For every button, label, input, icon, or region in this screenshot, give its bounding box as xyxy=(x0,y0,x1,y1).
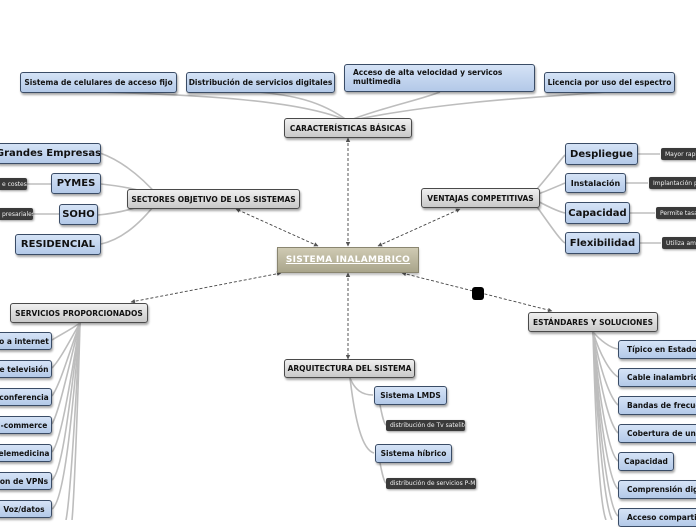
topic-sectores[interactable]: SECTORES OBJETIVO DE LOS SISTEMAS xyxy=(127,189,300,209)
estandar-bandas[interactable]: Bandas de frecue xyxy=(618,396,696,415)
ventaja-flexibilidad[interactable]: Flexibilidad xyxy=(565,232,640,254)
ventaja-capacidad[interactable]: Capacidad xyxy=(565,202,630,224)
caracteristica-celulares[interactable]: Sistema de celulares de acceso fijo xyxy=(20,72,177,93)
arquitectura-lmds[interactable]: Sistema LMDS xyxy=(374,386,447,405)
ventaja-despliegue[interactable]: Despliegue xyxy=(565,143,638,165)
caracteristica-acceso[interactable]: Acceso de alta velocidad y servicos mult… xyxy=(344,64,535,92)
ventaja-note-instalacion: Implantación p xyxy=(649,177,696,189)
sector-soho[interactable]: SOHO xyxy=(59,204,98,225)
caracteristica-distribucion[interactable]: Distribución de servicios digitales xyxy=(186,72,335,93)
sector-note-pymes: e costes xyxy=(0,178,27,190)
arquitectura-note-lmds: distribución de Tv satelite xyxy=(386,420,465,431)
sector-residencial[interactable]: RESIDENCIAL xyxy=(15,234,101,255)
sector-grandes-empresas[interactable]: Grandes Empresas xyxy=(0,143,101,164)
servicio-ecommerce[interactable]: -commerce xyxy=(0,416,52,434)
topic-caracteristicas[interactable]: CARACTERÍSTICAS BÁSICAS xyxy=(284,118,412,138)
topic-estandares[interactable]: ESTÁNDARES Y SOLUCIONES xyxy=(528,312,658,332)
estandar-capacidad[interactable]: Capacidad xyxy=(618,452,674,471)
topic-servicios[interactable]: SERVICIOS PROPORCIONADOS xyxy=(10,303,148,323)
estandar-acceso[interactable]: Acceso comparti xyxy=(618,508,696,527)
estandar-cobertura[interactable]: Cobertura de una xyxy=(618,424,696,443)
estandar-tipico[interactable]: Típico en Estados xyxy=(618,340,696,359)
sector-note-soho: presariales xyxy=(0,208,33,220)
ventaja-note-flexibilidad: Utiliza amb xyxy=(662,237,696,249)
servicio-vpns[interactable]: on de VPNs xyxy=(0,472,52,490)
ventaja-instalacion[interactable]: Instalación xyxy=(565,173,626,193)
topic-arquitectura[interactable]: ARQUITECTURA DEL SISTEMA xyxy=(284,359,415,378)
arquitectura-hibrico[interactable]: Sistema híbrico xyxy=(375,444,452,463)
ventaja-note-despliegue: Mayor rapi xyxy=(661,148,696,160)
servicio-conferencia[interactable]: conferencia xyxy=(0,388,52,406)
caracteristica-licencia[interactable]: Licencia por uso del espectro xyxy=(544,72,675,93)
estandar-cable[interactable]: Cable inalambrico xyxy=(618,368,696,387)
servicio-telemedicina[interactable]: elemedicina xyxy=(0,444,52,462)
comment-marker-icon[interactable] xyxy=(472,287,484,300)
servicio-internet[interactable]: o a internet xyxy=(0,332,52,350)
arquitectura-note-hibrico: distribución de servicios P-MP xyxy=(386,478,476,489)
sector-pymes[interactable]: PYMES xyxy=(51,173,101,194)
estandar-comprension[interactable]: Comprensión digi xyxy=(618,480,696,499)
servicio-television[interactable]: e televisión xyxy=(0,360,52,378)
ventaja-note-capacidad: Permite tasa xyxy=(656,207,696,219)
servicio-voz-datos[interactable]: Voz/datos xyxy=(0,500,52,518)
topic-ventajas[interactable]: VENTAJAS COMPETITIVAS xyxy=(421,188,540,208)
central-topic[interactable]: SISTEMA INALAMBRICO xyxy=(277,247,419,273)
